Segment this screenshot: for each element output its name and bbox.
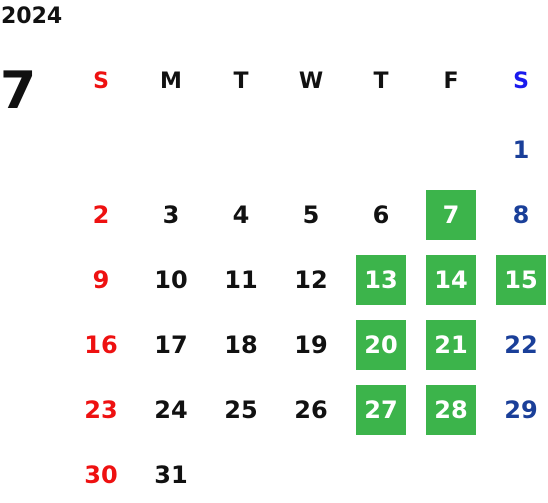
day-cell-16[interactable]: 16: [84, 331, 118, 359]
weekday-header-friday: F: [443, 68, 459, 94]
day-cell-11[interactable]: 11: [224, 266, 258, 294]
day-cell-9[interactable]: 9: [92, 266, 110, 294]
day-cell-8[interactable]: 8: [512, 201, 530, 229]
weekday-header-monday: M: [160, 68, 182, 94]
weekday-header-saturday: S: [513, 68, 529, 94]
day-cell-29[interactable]: 29: [504, 396, 538, 424]
day-cell-4[interactable]: 4: [232, 201, 250, 229]
day-cell-1[interactable]: 1: [512, 136, 530, 164]
day-cell-5[interactable]: 5: [302, 201, 320, 229]
day-cell-13[interactable]: 13: [356, 255, 406, 305]
weekday-header-thursday: T: [373, 68, 389, 94]
day-cell-17[interactable]: 17: [154, 331, 188, 359]
day-cell-18[interactable]: 18: [224, 331, 258, 359]
day-cell-15[interactable]: 15: [496, 255, 546, 305]
day-cell-10[interactable]: 10: [154, 266, 188, 294]
day-cell-12[interactable]: 12: [294, 266, 328, 294]
day-cell-26[interactable]: 26: [294, 396, 328, 424]
day-cell-7[interactable]: 7: [426, 190, 476, 240]
day-cell-25[interactable]: 25: [224, 396, 258, 424]
day-cell-24[interactable]: 24: [154, 396, 188, 424]
day-cell-3[interactable]: 3: [162, 201, 180, 229]
weekday-header-tuesday: T: [233, 68, 249, 94]
day-cell-19[interactable]: 19: [294, 331, 328, 359]
day-cell-21[interactable]: 21: [426, 320, 476, 370]
day-cell-31[interactable]: 31: [154, 461, 188, 489]
day-cell-27[interactable]: 27: [356, 385, 406, 435]
calendar-year: 2024: [1, 4, 63, 29]
day-cell-30[interactable]: 30: [84, 461, 118, 489]
day-cell-23[interactable]: 23: [84, 396, 118, 424]
weekday-header-sunday: S: [93, 68, 109, 94]
weekday-header-wednesday: W: [298, 68, 324, 94]
day-cell-2[interactable]: 2: [92, 201, 110, 229]
day-cell-14[interactable]: 14: [426, 255, 476, 305]
calendar-month: 7: [0, 61, 37, 121]
day-cell-28[interactable]: 28: [426, 385, 476, 435]
day-cell-20[interactable]: 20: [356, 320, 406, 370]
day-cell-6[interactable]: 6: [372, 201, 390, 229]
day-cell-22[interactable]: 22: [504, 331, 538, 359]
